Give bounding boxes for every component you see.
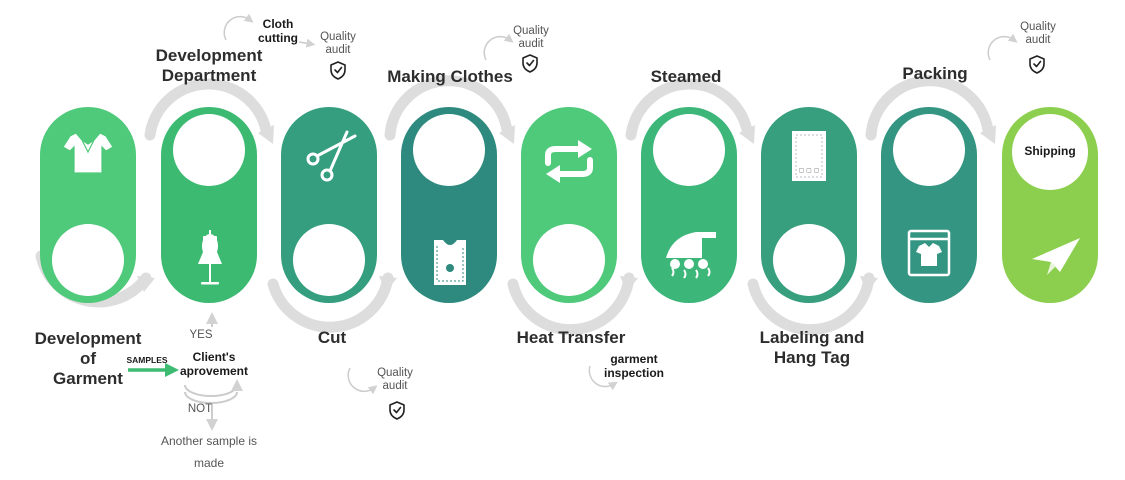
note-line: inspection: [603, 366, 664, 380]
label-cut: Cut: [317, 328, 347, 347]
note-line: audit: [325, 44, 351, 56]
note-line: cutting: [258, 31, 298, 45]
shield-check-icon: [330, 61, 346, 80]
transfer-arrows-icon: [545, 146, 593, 177]
note-line: Quality: [320, 31, 356, 43]
dress-form-icon: [198, 230, 222, 285]
label-development-department: Development Department: [140, 46, 278, 86]
label-tag-icon: ▢ ▢ ▢: [792, 131, 826, 181]
note-quality-audit-3: Quality audit: [1010, 21, 1066, 47]
label-line: of: [79, 349, 97, 368]
note-line: Quality: [513, 25, 549, 37]
arc-5-6: [507, 272, 635, 336]
label-line: Garment: [53, 369, 123, 388]
label-making-clothes: Making Clothes: [387, 67, 513, 86]
note-line: Another sample is: [160, 434, 258, 448]
svg-text:▢ ▢ ▢: ▢ ▢ ▢: [799, 167, 820, 174]
arc-2-3: [144, 78, 272, 141]
label-labeling-and-hang-tag: Labeling and Hang Tag: [744, 328, 880, 368]
label-shipping: Shipping: [1024, 144, 1076, 158]
note-yes: YES: [189, 329, 213, 341]
label-line: Development: [155, 46, 263, 65]
note-line: audit: [1025, 34, 1051, 46]
note-quality-audit-2: Quality audit: [503, 25, 559, 51]
connector-arcs: [35, 75, 994, 336]
note-quality-audit-1: Quality audit: [310, 31, 366, 57]
label-packing: Packing: [902, 64, 968, 83]
label-line: Development: [34, 329, 142, 348]
label-line: Labeling and: [759, 328, 865, 347]
paper-plane-icon: [1032, 238, 1080, 275]
steam-iron-icon: [666, 232, 716, 279]
note-line: audit: [382, 380, 408, 392]
note-line: made: [193, 456, 225, 470]
note-line: Cloth: [262, 17, 294, 31]
polo-shirt-icon: [62, 132, 114, 174]
note-line: Client's: [192, 350, 236, 364]
note-line: Quality: [377, 367, 413, 379]
note-line: audit: [518, 38, 544, 50]
arc-8-9: [865, 75, 994, 141]
note-line: Quality: [1020, 21, 1056, 33]
note-another-sample: Another sample is made: [138, 430, 280, 474]
arc-3-4: [267, 272, 394, 333]
arc-6-7: [625, 78, 753, 141]
shield-check-icon: [1029, 55, 1045, 74]
note-line: garment: [610, 352, 658, 366]
label-line: Hang Tag: [773, 348, 851, 367]
note-garment-inspection: garment inspection: [596, 352, 672, 380]
fabric-panel-icon: [434, 240, 466, 285]
arc-arrowheads: [137, 125, 996, 292]
label-development-of-garment: Development of Garment: [24, 329, 152, 389]
approval-loop: [184, 312, 243, 431]
packed-shirt-icon: [907, 229, 951, 277]
note-clients-approvement: Client's aprovement: [172, 350, 256, 378]
note-cloth-cutting: Cloth cutting: [250, 17, 306, 45]
note-quality-audit-4: Quality audit: [367, 367, 423, 393]
arc-4-5: [384, 75, 513, 141]
note-arrows: [223, 13, 1018, 395]
label-heat-transfer: Heat Transfer: [516, 328, 626, 347]
transfer-arrowheads: [546, 140, 592, 183]
scissors-icon: [306, 130, 357, 182]
arc-7-8: [747, 272, 875, 336]
shield-check-icon: [522, 54, 538, 73]
label-line: Department: [161, 66, 257, 85]
note-not: NOT: [187, 403, 213, 415]
note-samples: SAMPLES: [126, 355, 168, 365]
pill-circles: [52, 114, 1088, 296]
note-line: aprovement: [179, 364, 249, 378]
label-steamed: Steamed: [650, 67, 722, 86]
shield-check-icon: [389, 401, 405, 420]
